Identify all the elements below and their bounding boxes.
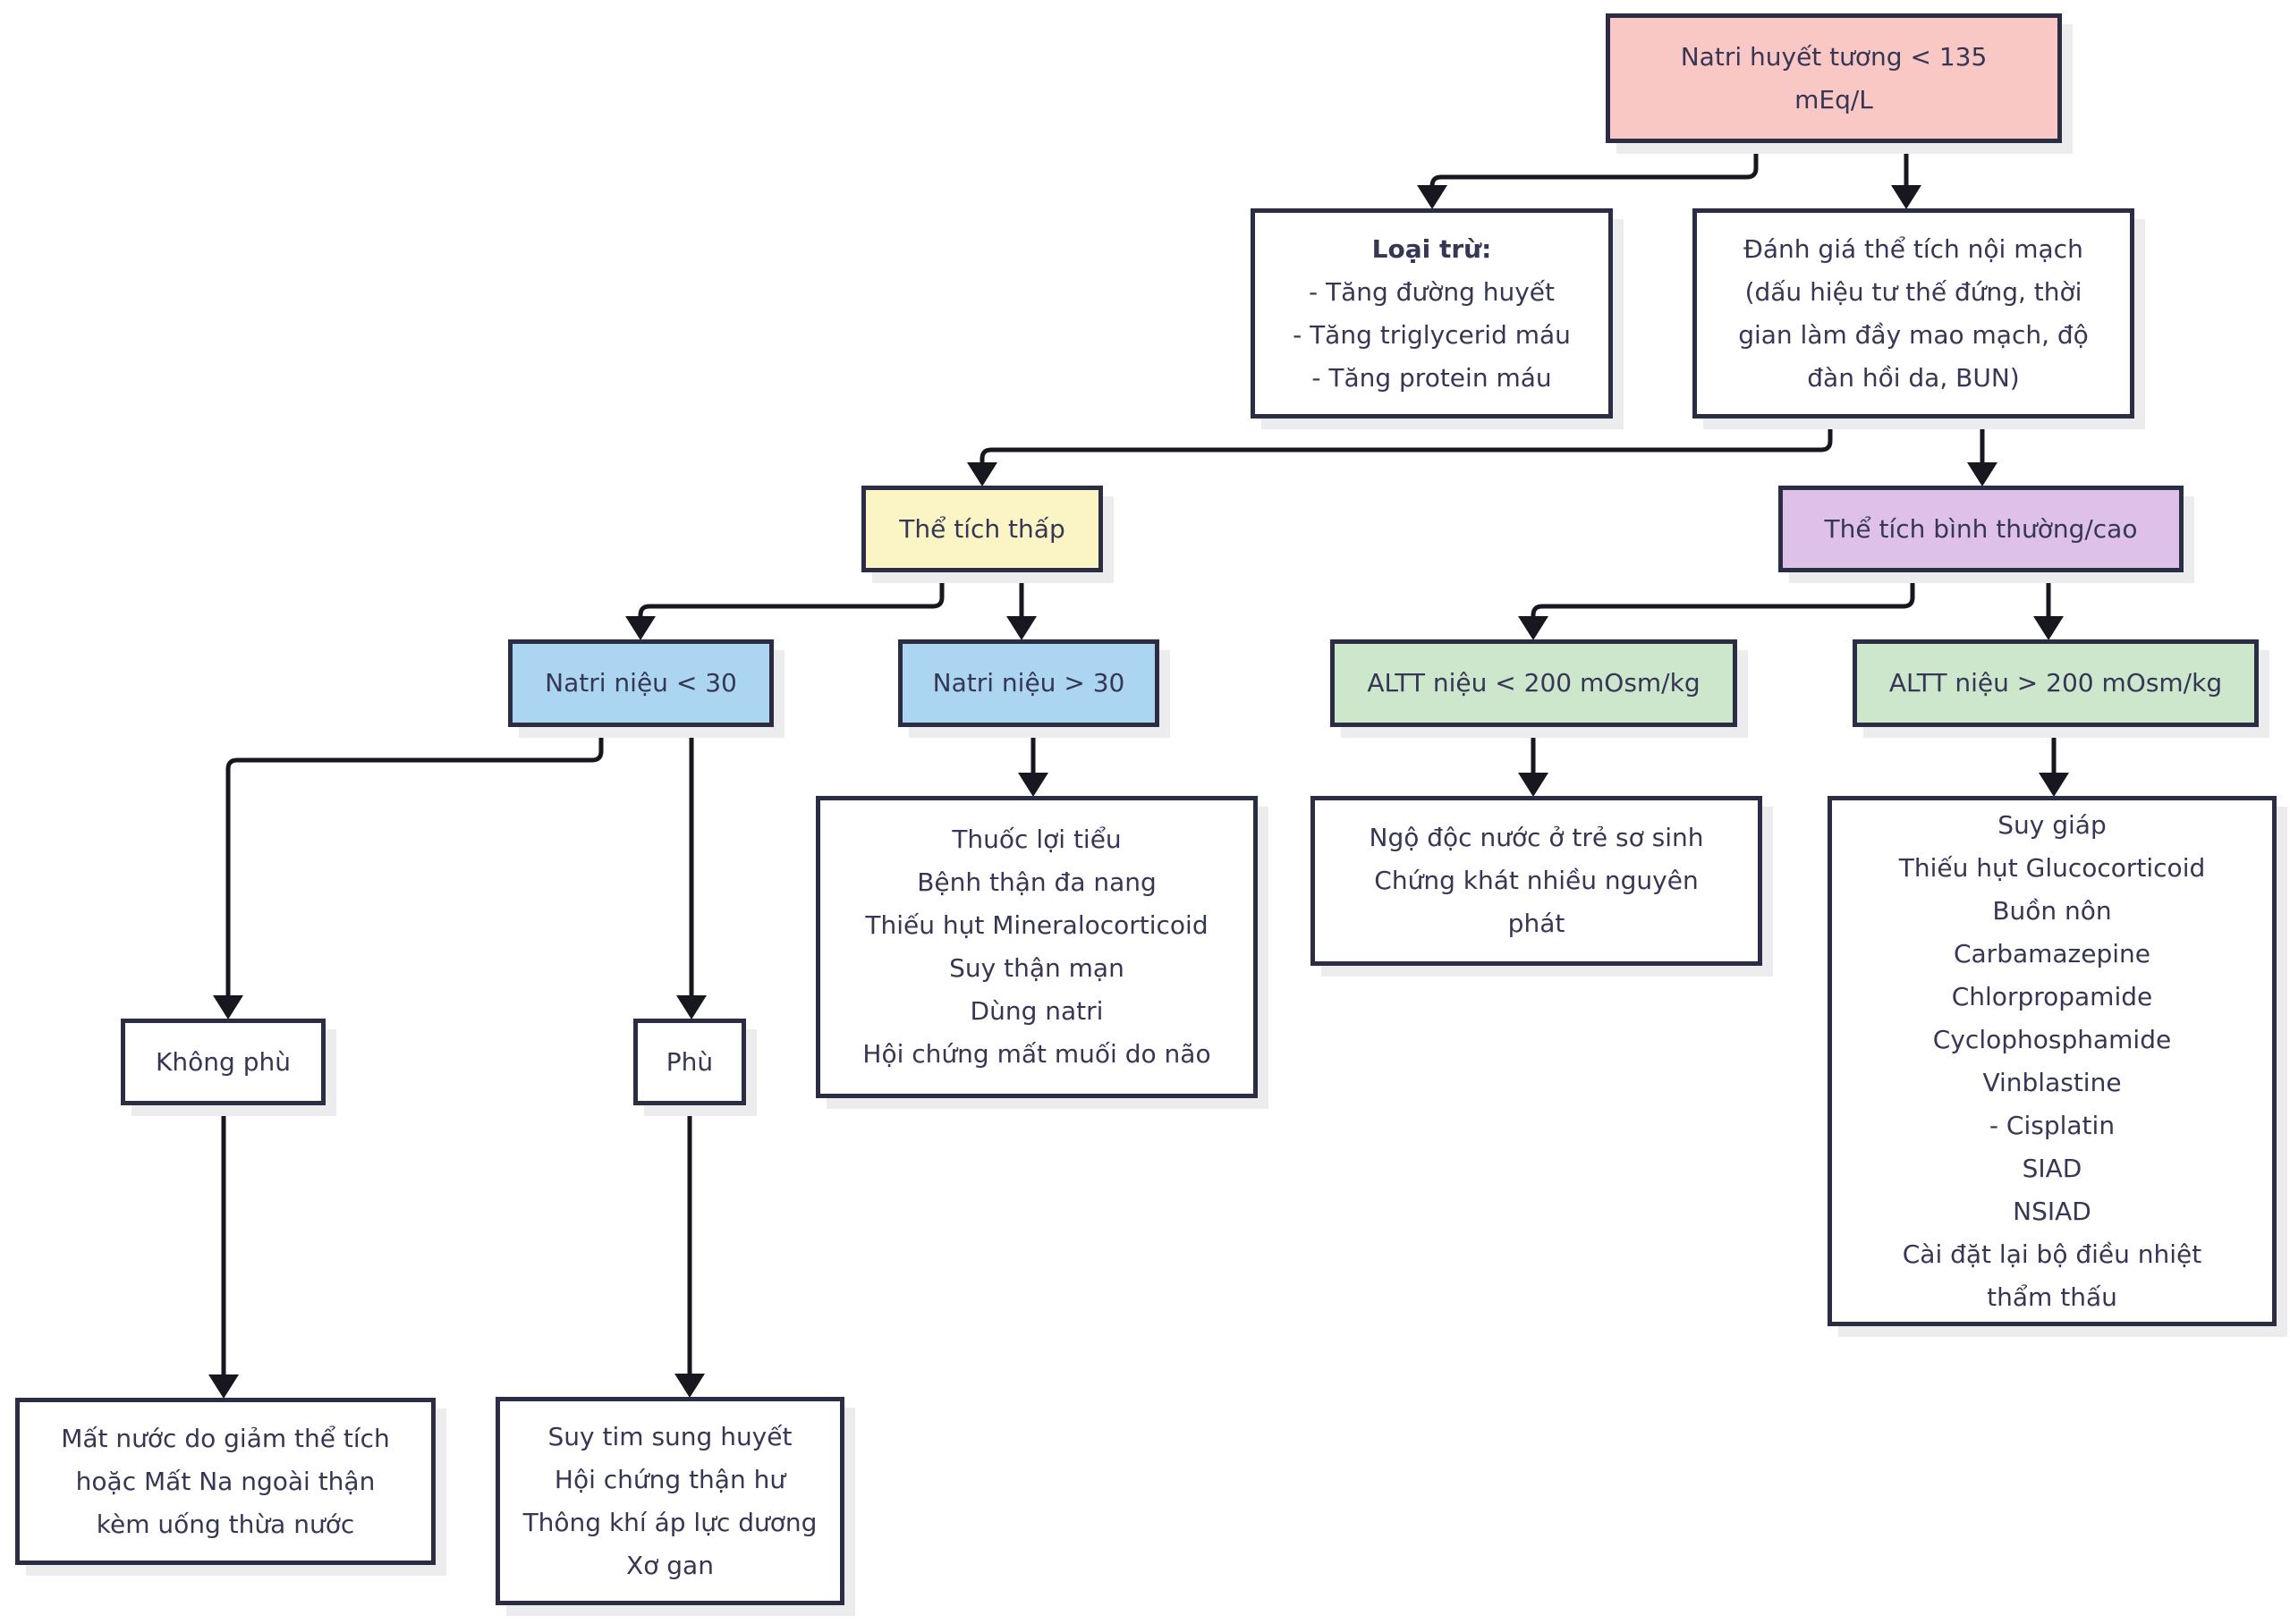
connector-no-edema-to-dehydration [208, 1105, 239, 1399]
connector-normal-high-to-osm-high [2033, 572, 2064, 640]
node-the-tich-binh-thuong-cao: Thể tích bình thường/cao [1778, 486, 2184, 572]
node-loai-tru-title: Loại trừ: [1371, 233, 1492, 264]
connector-plasma-to-exclusions [1417, 143, 1759, 209]
node-phu: Phù [633, 1019, 746, 1105]
connector-low-volume-to-urine-na-low [625, 572, 945, 640]
node-altt-nieu-duoi-200: ALTT niệu < 200 mOsm/kg [1330, 639, 1737, 727]
connector-urine-na-high-to-renal-causes [1018, 727, 1048, 797]
node-phu-label: Phù [666, 1046, 714, 1077]
connector-assess-to-normal-high [1967, 419, 1997, 486]
node-khong-phu: Không phù [121, 1019, 326, 1105]
connector-low-volume-to-urine-na-high [1006, 572, 1037, 640]
node-altt-nieu-tren-200-label: ALTT niệu > 200 mOsm/kg [1888, 668, 2223, 698]
connector-normal-high-to-osm-low [1518, 572, 1915, 640]
node-danh-gia-the-tich-noi-mach: Đánh giá thể tích nội mạch(dấu hiệu tư t… [1692, 208, 2134, 419]
node-khong-phu-label: Không phù [156, 1046, 291, 1077]
node-natri-nieu-tren-30: Natri niệu > 30 [898, 639, 1159, 727]
connector-urine-na-low-to-edema [676, 727, 707, 1019]
connector-urine-na-low-to-no-edema [213, 727, 604, 1019]
node-altt-nieu-duoi-200-label: ALTT niệu < 200 mOsm/kg [1367, 668, 1701, 698]
node-the-tich-thap-label: Thể tích thấp [899, 513, 1065, 544]
connector-plasma-to-assess [1891, 143, 1921, 209]
node-the-tich-thap: Thể tích thấp [861, 486, 1103, 572]
node-loai-tru: Loại trừ: - Tăng đường huyết- Tăng trigl… [1251, 208, 1613, 419]
connector-osm-low-to-water-intoxication [1518, 727, 1548, 797]
connector-assess-to-low-volume [967, 419, 1833, 486]
node-natri-nieu-duoi-30: Natri niệu < 30 [508, 639, 774, 727]
node-natri-nieu-tren-30-label: Natri niệu > 30 [932, 668, 1125, 698]
connector-edema-to-edema-causes [674, 1105, 705, 1398]
connector-osm-high-to-siad-causes [2039, 727, 2069, 797]
node-the-tich-binh-thuong-cao-label: Thể tích bình thường/cao [1824, 513, 2138, 544]
node-loai-tru-items: - Tăng đường huyết- Tăng triglycerid máu… [1293, 276, 1571, 393]
node-natri-nieu-duoi-30-label: Natri niệu < 30 [545, 668, 737, 698]
node-altt-nieu-tren-200: ALTT niệu > 200 mOsm/kg [1853, 639, 2259, 727]
